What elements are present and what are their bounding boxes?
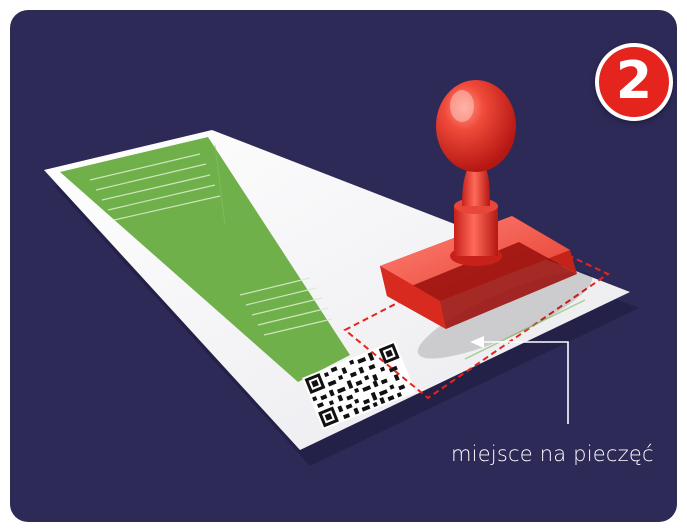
illustration-panel: 2 miejsce na pieczęć bbox=[10, 10, 677, 522]
stamp-area-caption: miejsce na pieczęć bbox=[451, 442, 677, 466]
step-number-badge: 2 bbox=[595, 43, 673, 121]
step-number: 2 bbox=[616, 55, 652, 107]
